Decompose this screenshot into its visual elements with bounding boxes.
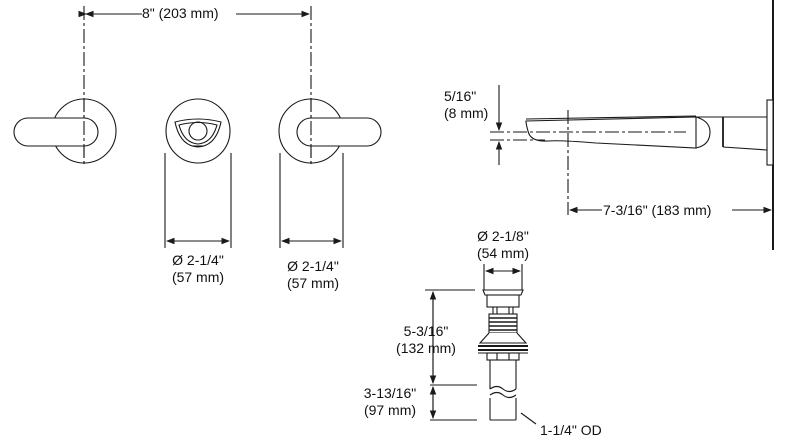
right-diameter-in: Ø 2-1/4" (287, 258, 339, 274)
drain-flange-in: Ø 2-1/8" (477, 228, 529, 244)
center-spout-escutcheon (164, 98, 232, 248)
side-view (490, 0, 774, 250)
drain-flange-mm: (54 mm) (476, 245, 530, 261)
front-view (13, 6, 382, 248)
left-diameter-mm: (57 mm) (171, 269, 225, 285)
drain-view (425, 264, 537, 425)
spout-offset-in: 5/16" (444, 88, 477, 104)
drain-tail-length-mm: (97 mm) (363, 402, 417, 418)
spout-offset-label: 5/16" (8 mm) (444, 88, 488, 122)
tailpiece-od-label: 1-1/4" OD (540, 422, 602, 438)
drain-body-height-label: 5-3/16" (132 mm) (386, 323, 466, 357)
left-handle (13, 98, 117, 165)
spout-reach-label: 7-3/16" (183 mm) (603, 202, 712, 219)
left-diameter-in: Ø 2-1/4" (172, 252, 224, 268)
drain-body-height-mm: (132 mm) (396, 340, 456, 356)
drain-tail-length-in: 3-13/16" (363, 385, 417, 401)
right-diameter-mm: (57 mm) (286, 275, 340, 291)
left-diameter-label: Ø 2-1/4" (57 mm) (163, 252, 233, 286)
right-diameter-label: Ø 2-1/4" (57 mm) (278, 258, 348, 292)
spout-offset-mm: (8 mm) (444, 105, 489, 121)
drain-flange-label: Ø 2-1/8" (54 mm) (468, 228, 538, 262)
drain-tail-length-label: 3-13/16" (97 mm) (350, 385, 430, 419)
handle-spacing-label: 8" (203 mm) (142, 5, 219, 22)
right-handle (278, 98, 382, 248)
drain-body-height-in: 5-3/16" (403, 323, 449, 339)
